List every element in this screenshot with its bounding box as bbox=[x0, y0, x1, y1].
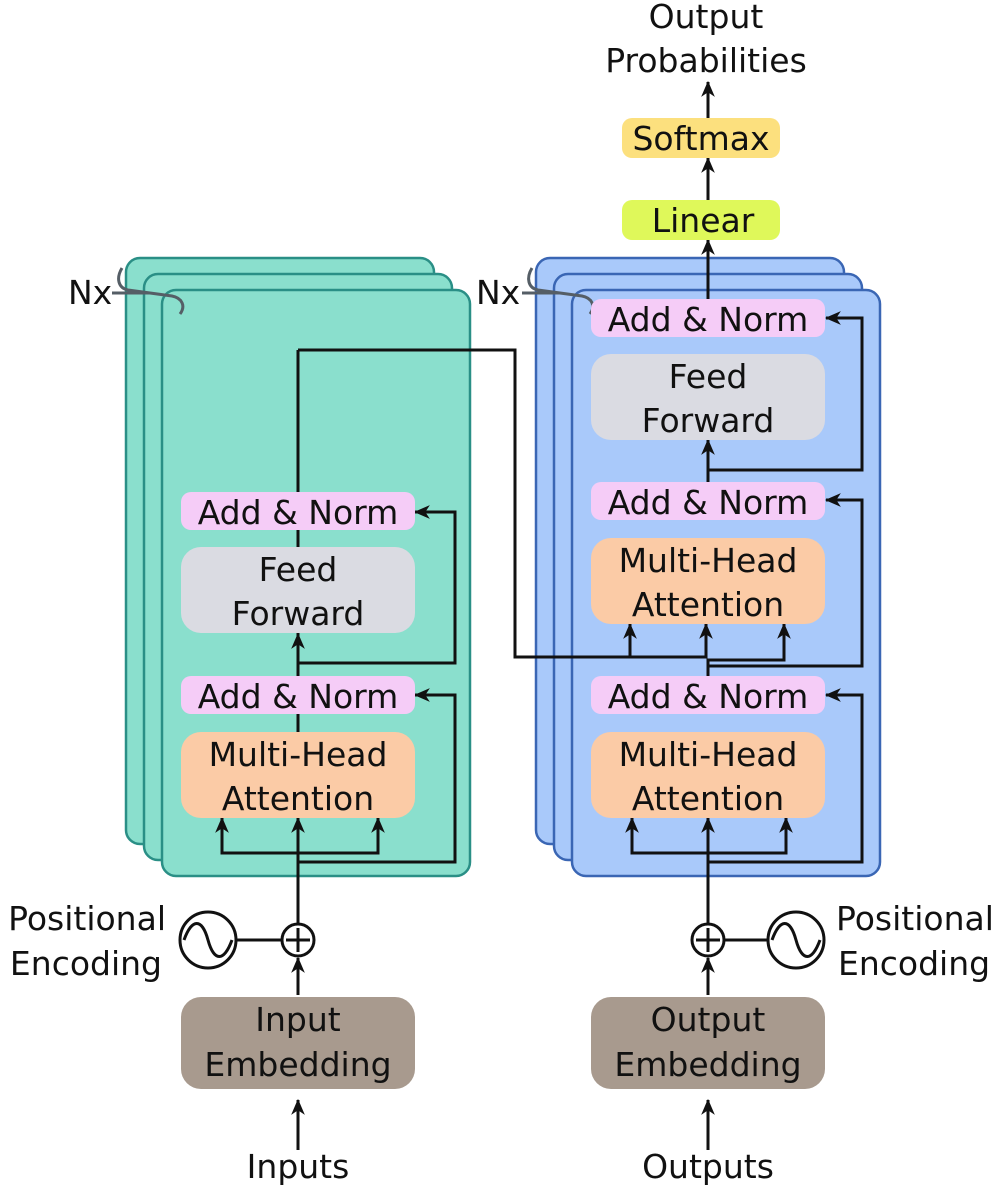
decoder-add-norm-top-label: Add & Norm bbox=[608, 300, 809, 339]
output-embedding: Output Embedding bbox=[591, 997, 825, 1089]
connectors bbox=[215, 80, 864, 1150]
decoder-self-attention: Multi-Head Attention bbox=[591, 732, 825, 818]
decoder-add-norm-bottom: Add & Norm bbox=[591, 676, 825, 716]
encoder-nx-label: Nx bbox=[68, 273, 112, 312]
linear-block: Linear bbox=[622, 200, 780, 240]
decoder-feed-forward: Feed Forward bbox=[591, 354, 825, 440]
linear-label: Linear bbox=[652, 201, 755, 240]
encoder-multi-head-attention: Multi-Head Attention bbox=[181, 732, 415, 818]
decoder-feed-forward-line2: Forward bbox=[642, 401, 775, 440]
softmax-block: Softmax bbox=[622, 118, 780, 158]
decoder-feed-forward-line1: Feed bbox=[669, 357, 748, 396]
output-embedding-line1: Output bbox=[651, 1000, 766, 1039]
decoder-nx-label: Nx bbox=[476, 273, 520, 312]
decoder-add-norm-top: Add & Norm bbox=[591, 299, 825, 339]
decoder-cross-attention-line1: Multi-Head bbox=[619, 541, 798, 580]
encoder-attention-line2: Attention bbox=[222, 779, 374, 818]
encoder-add-norm-bottom: Add & Norm bbox=[181, 676, 415, 716]
decoder-add-symbol bbox=[690, 922, 726, 958]
softmax-label: Softmax bbox=[632, 119, 769, 158]
decoder-self-attention-line1: Multi-Head bbox=[619, 735, 798, 774]
encoder-feed-forward: Feed Forward bbox=[181, 547, 415, 633]
encoder-add-norm-top: Add & Norm bbox=[181, 492, 415, 532]
encoder-nx-brace bbox=[112, 267, 185, 315]
output-embedding-line2: Embedding bbox=[614, 1045, 801, 1084]
encoder-feed-forward-line2: Forward bbox=[232, 594, 365, 633]
input-embedding: Input Embedding bbox=[181, 997, 415, 1089]
input-embedding-line1: Input bbox=[255, 1000, 341, 1039]
decoder-positional-line1: Positional bbox=[836, 899, 994, 938]
encoder-add-norm-top-label: Add & Norm bbox=[198, 493, 399, 532]
input-embedding-line2: Embedding bbox=[204, 1045, 391, 1084]
decoder-self-attention-line2: Attention bbox=[632, 779, 784, 818]
output-probabilities-line1: Output bbox=[649, 0, 764, 36]
inputs-label: Inputs bbox=[247, 1147, 350, 1186]
encoder-feed-forward-line1: Feed bbox=[259, 550, 338, 589]
encoder-positional-line2: Encoding bbox=[10, 944, 162, 983]
encoder-sine-wave-icon bbox=[178, 910, 238, 970]
encoder-attention-line1: Multi-Head bbox=[209, 735, 388, 774]
decoder-cross-attention: Multi-Head Attention bbox=[591, 538, 825, 624]
output-probabilities-line2: Probabilities bbox=[605, 41, 807, 80]
outputs-label: Outputs bbox=[642, 1147, 774, 1186]
encoder-add-symbol bbox=[280, 922, 316, 958]
decoder-sine-wave-icon bbox=[766, 910, 826, 970]
decoder-positional-line2: Encoding bbox=[838, 944, 990, 983]
encoder-add-norm-bottom-label: Add & Norm bbox=[198, 677, 399, 716]
encoder-positional-line1: Positional bbox=[8, 899, 166, 938]
decoder-add-norm-middle: Add & Norm bbox=[591, 482, 825, 522]
decoder-add-norm-middle-label: Add & Norm bbox=[608, 483, 809, 522]
decoder-cross-attention-line2: Attention bbox=[632, 585, 784, 624]
decoder-add-norm-bottom-label: Add & Norm bbox=[608, 677, 809, 716]
